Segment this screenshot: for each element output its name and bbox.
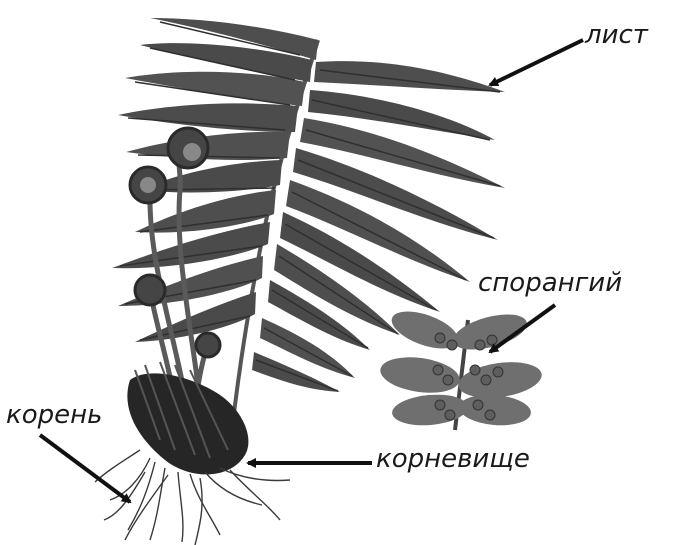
label-root: корень [6,402,102,428]
fiddlehead-coil [135,275,165,305]
frond-pinna [314,61,505,92]
pinna-lobe [458,392,532,428]
frond-pinna [118,103,298,132]
sporangium-inset [378,304,544,430]
fiddlehead-coil [196,333,220,357]
label-rhizome: корневище [376,446,530,472]
rhizome [127,373,248,474]
label-leaf: лист [585,22,648,48]
label-sporangium: спорангий [478,270,622,296]
fiddlehead-center [140,177,156,193]
arrow-leaf [490,40,583,85]
arrow-root [40,435,130,502]
fiddlehead-center [183,143,201,161]
